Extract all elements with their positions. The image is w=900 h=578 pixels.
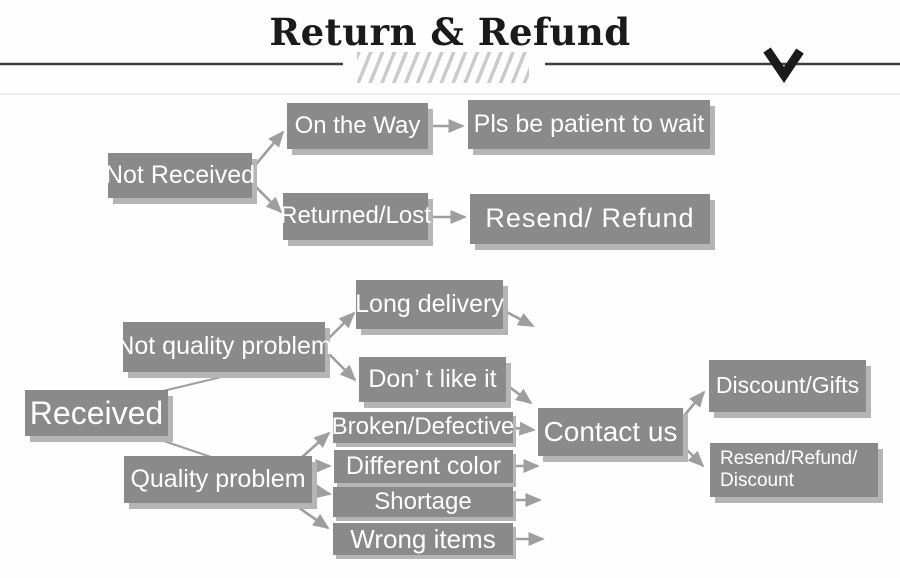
node-contact-us: Contact us (538, 408, 683, 456)
node-dont-like-it: Don’ t like it (359, 357, 506, 402)
node-shortage: Shortage (333, 487, 513, 517)
node-broken-defective: Broken/Defective (332, 412, 514, 443)
divider-hatch (357, 52, 529, 83)
node-discount-gifts: Discount/Gifts (709, 360, 866, 412)
node-resend-refund-discount: Resend/Refund/ Discount (710, 443, 878, 497)
node-received: Received (25, 390, 168, 436)
node-resend-refund-discount-line2: Discount (720, 470, 794, 491)
node-resend-refund-discount-line1: Resend/Refund/ (720, 448, 858, 470)
node-on-the-way: On the Way (287, 103, 428, 149)
node-different-color: Different color (334, 450, 513, 483)
node-not-quality-problem: Not quality problem (116, 322, 332, 372)
node-quality-problem: Quality problem (124, 456, 312, 503)
node-pls-be-patient: Pls be patient to wait (468, 100, 710, 149)
node-resend-refund: Resend/ Refund (470, 194, 710, 244)
node-wrong-items: Wrong items (333, 523, 513, 555)
node-long-delivery: Long delivery (355, 280, 504, 329)
node-returned-lost: Returned/Lost (280, 193, 431, 240)
page-title: Return & Refund (269, 10, 631, 54)
node-not-received: Not Received (105, 153, 255, 198)
